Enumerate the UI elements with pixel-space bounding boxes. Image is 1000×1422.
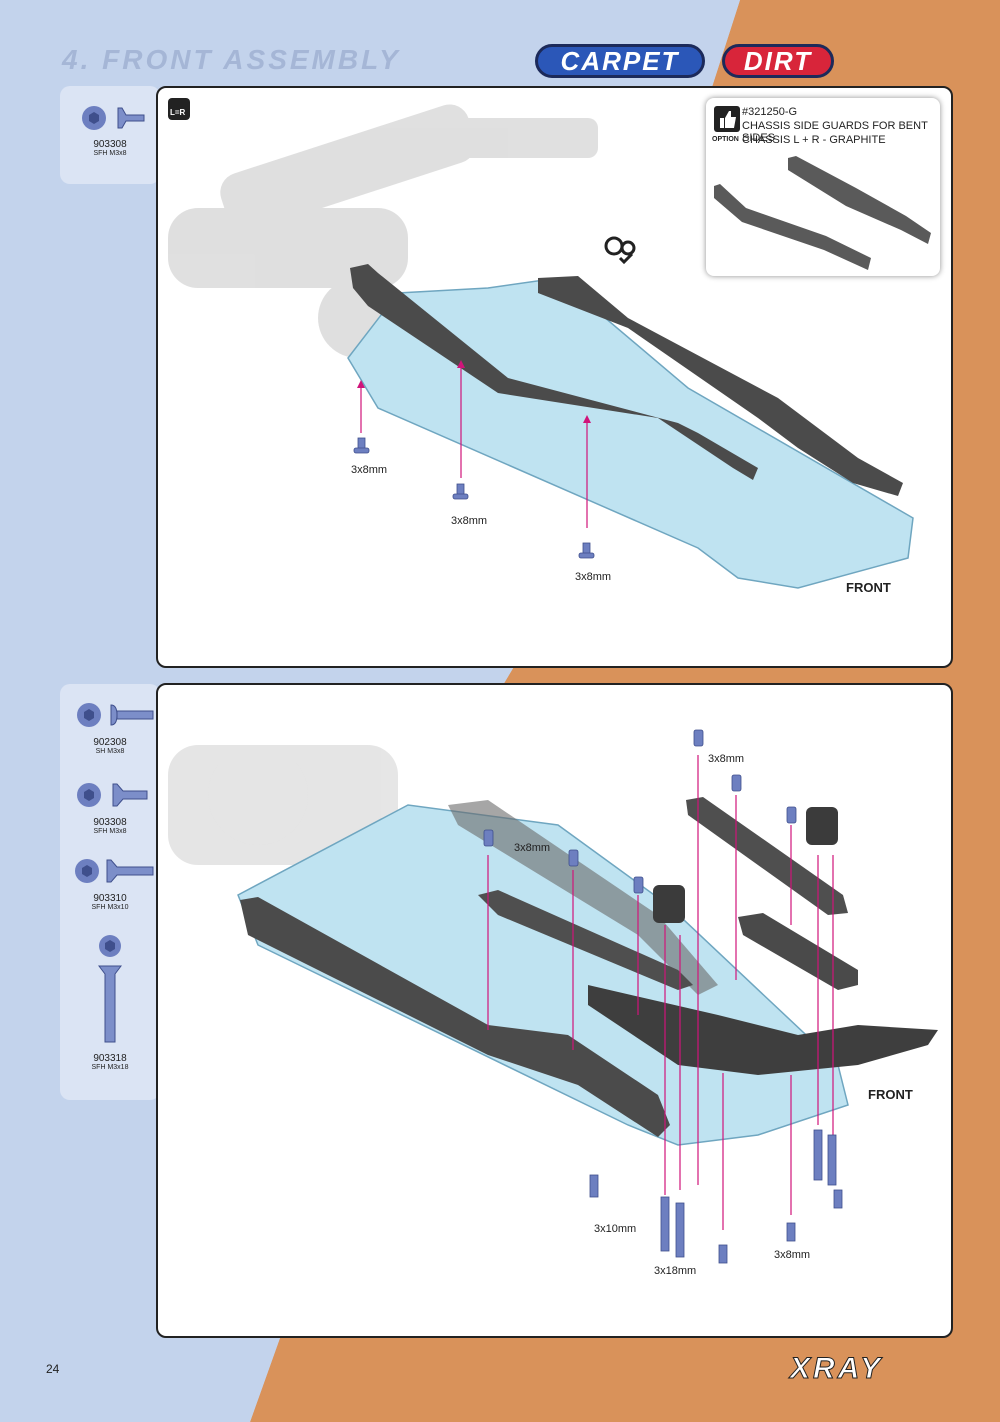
button-head-screw-icon [77, 703, 154, 727]
dim-label: 3x8mm [708, 753, 745, 765]
part-code: 903308 [93, 817, 127, 828]
part-desc: SFH M3x8 [93, 150, 127, 157]
part-code: 903308 [93, 139, 127, 150]
dim-label: 3x8mm [575, 571, 612, 583]
step1-parts-list: 903308 SFH M3x8 [60, 86, 160, 184]
dim-label: 3x10mm [594, 1223, 637, 1235]
part-902308: 902308 SH M3x8 [60, 700, 160, 755]
part-903308: 903308 SFH M3x8 [60, 780, 160, 835]
front-label: FRONT [868, 1087, 913, 1102]
thumbs-up-icon [714, 106, 740, 132]
part-desc: SFH M3x8 [93, 828, 127, 835]
carpet-badge: CARPET [535, 44, 705, 78]
lr-label: L=R [170, 108, 186, 117]
front-label: FRONT [846, 580, 891, 595]
dim-label: 3x8mm [451, 515, 488, 527]
dim-label: 3x8mm [774, 1249, 811, 1261]
flat-head-screw-icon [75, 859, 154, 883]
flat-head-screw-icon [77, 783, 148, 807]
dim-label: 3x8mm [351, 464, 388, 476]
dim-label: 3x18mm [654, 1265, 697, 1277]
part-code: 903310 [93, 893, 127, 904]
tools-icon [604, 236, 636, 265]
dim-label: 3x8mm [514, 842, 551, 854]
xray-logo: XRAY [789, 1352, 884, 1386]
flat-head-screw-icon [82, 106, 145, 130]
part-desc: SFH M3x18 [91, 1064, 129, 1071]
option-part-number: #321250-G [742, 106, 798, 118]
part-903310: 903310 SFH M3x10 [60, 856, 160, 911]
step1-panel: L=R 3x8mm 3x8mm 3x8mm FRONT [156, 86, 953, 668]
option-line2: CHASSIS L + R - GRAPHITE [742, 134, 886, 146]
option-line1: CHASSIS SIDE GUARDS FOR BENT SIDES [742, 120, 928, 144]
option-box: OPTION #321250-G CHASSIS SIDE GUARDS FOR… [706, 98, 940, 276]
option-badge: OPTION [712, 136, 739, 143]
side-guards-drawing [714, 156, 931, 270]
part-desc: SH M3x8 [95, 748, 125, 755]
long-flat-head-screw-icon [98, 935, 122, 1043]
dirt-badge: DIRT [722, 44, 834, 78]
page-number: 24 [46, 1362, 60, 1376]
step1-illustration [168, 98, 914, 589]
part-903318: 903318 SFH M3x18 [60, 934, 160, 1071]
part-903308: 903308 SFH M3x8 [60, 104, 160, 157]
section-title: 4. FRONT ASSEMBLY [62, 44, 401, 75]
part-code: 902308 [93, 737, 127, 748]
step2-parts-list: 902308 SH M3x8 903308 SFH M3x8 903310 SF… [60, 684, 160, 1100]
step2-panel: 3x8mm 3x8mm 3x10mm 3x18mm 3x8mm FRONT [156, 683, 953, 1338]
part-code: 903318 [93, 1053, 127, 1064]
part-desc: SFH M3x10 [91, 904, 129, 911]
step2-illustration [168, 729, 938, 1264]
